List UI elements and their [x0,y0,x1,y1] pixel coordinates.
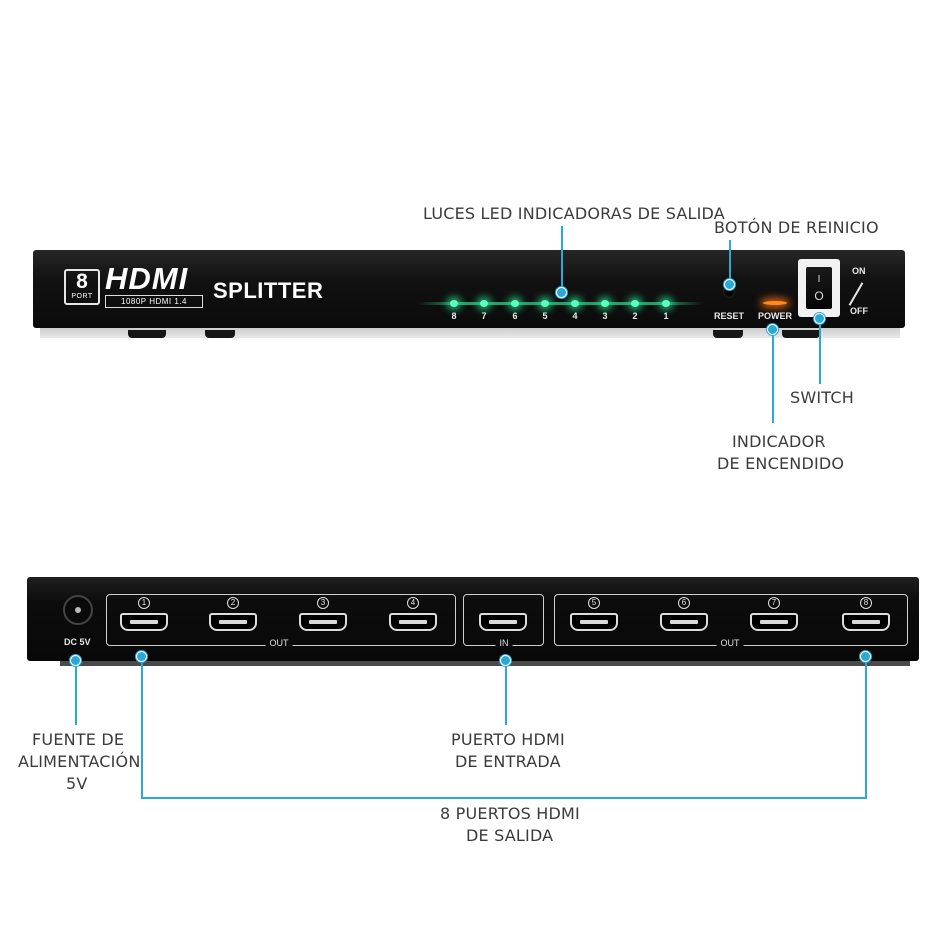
led-output-2 [631,300,639,307]
led-output-5 [541,300,549,307]
front-foot [782,330,820,338]
front-foot [713,330,743,338]
led-label: 8 [451,311,457,321]
port-number-1: 1 [138,597,150,609]
callout-outputs-line2: DE SALIDA [466,826,554,845]
callout-dot-reset [724,279,735,290]
splitter-front-panel: 8 PORT HDMI 1080P HDMI 1.4 SPLITTER 8 7 … [33,250,905,328]
callout-power-indicator-line1: INDICADOR [732,432,826,451]
callout-line-power [772,328,774,423]
out-label-left: OUT [265,638,293,648]
callout-line-outputs-right [865,656,867,799]
callout-dc-line3: 5V [66,774,88,793]
hdmi-logo: HDMI [105,261,189,296]
port-number-4: 4 [407,597,419,609]
hdmi-out-port-1[interactable] [120,613,168,631]
port-number-7: 7 [768,597,780,609]
led-label: 1 [663,311,669,321]
hdmi-out-port-4[interactable] [389,613,437,631]
callout-line-leds [561,226,563,292]
front-foot [128,330,166,338]
led-output-7 [480,300,488,307]
callout-reset-button: BOTÓN DE REINICIO [714,218,879,237]
led-label: 3 [602,311,608,321]
callout-power-indicator-line2: DE ENCENDIDO [717,454,845,473]
callout-line-outputs-bracket [141,797,867,799]
power-switch[interactable]: I O [798,259,840,317]
dc-pin-icon [75,607,81,613]
port-number-6: 6 [678,597,690,609]
out-label-right: OUT [716,638,744,648]
switch-on-symbol: I [817,274,821,285]
port-number-2: 2 [227,597,239,609]
hdmi-out-port-6[interactable] [660,613,708,631]
in-label: IN [495,638,513,648]
led-glow-strip [418,302,703,305]
callout-line-dc [75,660,77,725]
on-label: ON [852,266,866,276]
callout-outputs-line1: 8 PUERTOS HDMI [440,804,580,823]
led-label: 4 [572,311,578,321]
hdmi-out-port-2[interactable] [209,613,257,631]
logo-number: 8 [76,270,88,293]
port-number-8: 8 [860,597,872,609]
callout-dc-line1: FUENTE DE [32,730,125,749]
led-output-8 [450,300,458,307]
off-label: OFF [850,306,868,316]
led-output-6 [511,300,519,307]
callout-dot-outputs-left [136,651,147,662]
led-label: 7 [481,311,487,321]
callout-switch: SWITCH [790,388,854,407]
callout-led-indicators: LUCES LED INDICADORAS DE SALIDA [423,204,725,223]
callout-dot-leds [556,287,567,298]
hdmi-out-port-3[interactable] [299,613,347,631]
front-unit-base [40,326,900,338]
power-led [763,301,787,305]
callout-dc-line2: ALIMENTACIÓN [18,752,141,771]
dc-power-jack[interactable] [63,595,93,625]
led-label: 5 [542,311,548,321]
led-label: 6 [512,311,518,321]
led-output-4 [571,300,579,307]
on-off-slash-icon [848,282,864,306]
callout-dot-dc [70,655,81,666]
hdmi-out-port-5[interactable] [570,613,618,631]
power-label: POWER [758,311,793,321]
led-output-1 [662,300,670,307]
logo-port-text: PORT [71,293,93,300]
callout-line-switch [819,318,821,384]
front-foot [205,330,235,338]
back-unit-base [60,660,910,666]
hdmi-spec-label: 1080P HDMI 1.4 [105,295,203,308]
hdmi-out-port-8[interactable] [842,613,890,631]
callout-dot-hdmi-in [500,655,511,666]
switch-rocker[interactable]: I O [806,267,832,309]
callout-dot-switch [814,313,825,324]
led-output-3 [601,300,609,307]
dc-label: DC 5V [64,637,91,647]
splitter-title: SPLITTER [213,278,324,303]
callout-hdmi-in-line1: PUERTO HDMI [451,730,565,749]
reset-label: RESET [714,311,745,321]
hdmi-out-port-7[interactable] [750,613,798,631]
callout-dot-power [767,324,778,335]
callout-line-hdmi-in [505,660,507,725]
hdmi-in-port[interactable] [479,613,527,631]
port-number-5: 5 [588,597,600,609]
splitter-back-panel: DC 5V OUT IN OUT 1 2 3 4 5 6 7 8 [27,577,919,661]
led-label: 2 [632,311,638,321]
callout-dot-outputs-right [860,651,871,662]
callout-line-reset [729,240,731,283]
port-count-logo: 8 PORT [64,269,100,305]
port-number-3: 3 [317,597,329,609]
callout-line-outputs-left [141,656,143,799]
callout-hdmi-in-line2: DE ENTRADA [455,752,561,771]
switch-off-symbol: O [814,289,824,303]
